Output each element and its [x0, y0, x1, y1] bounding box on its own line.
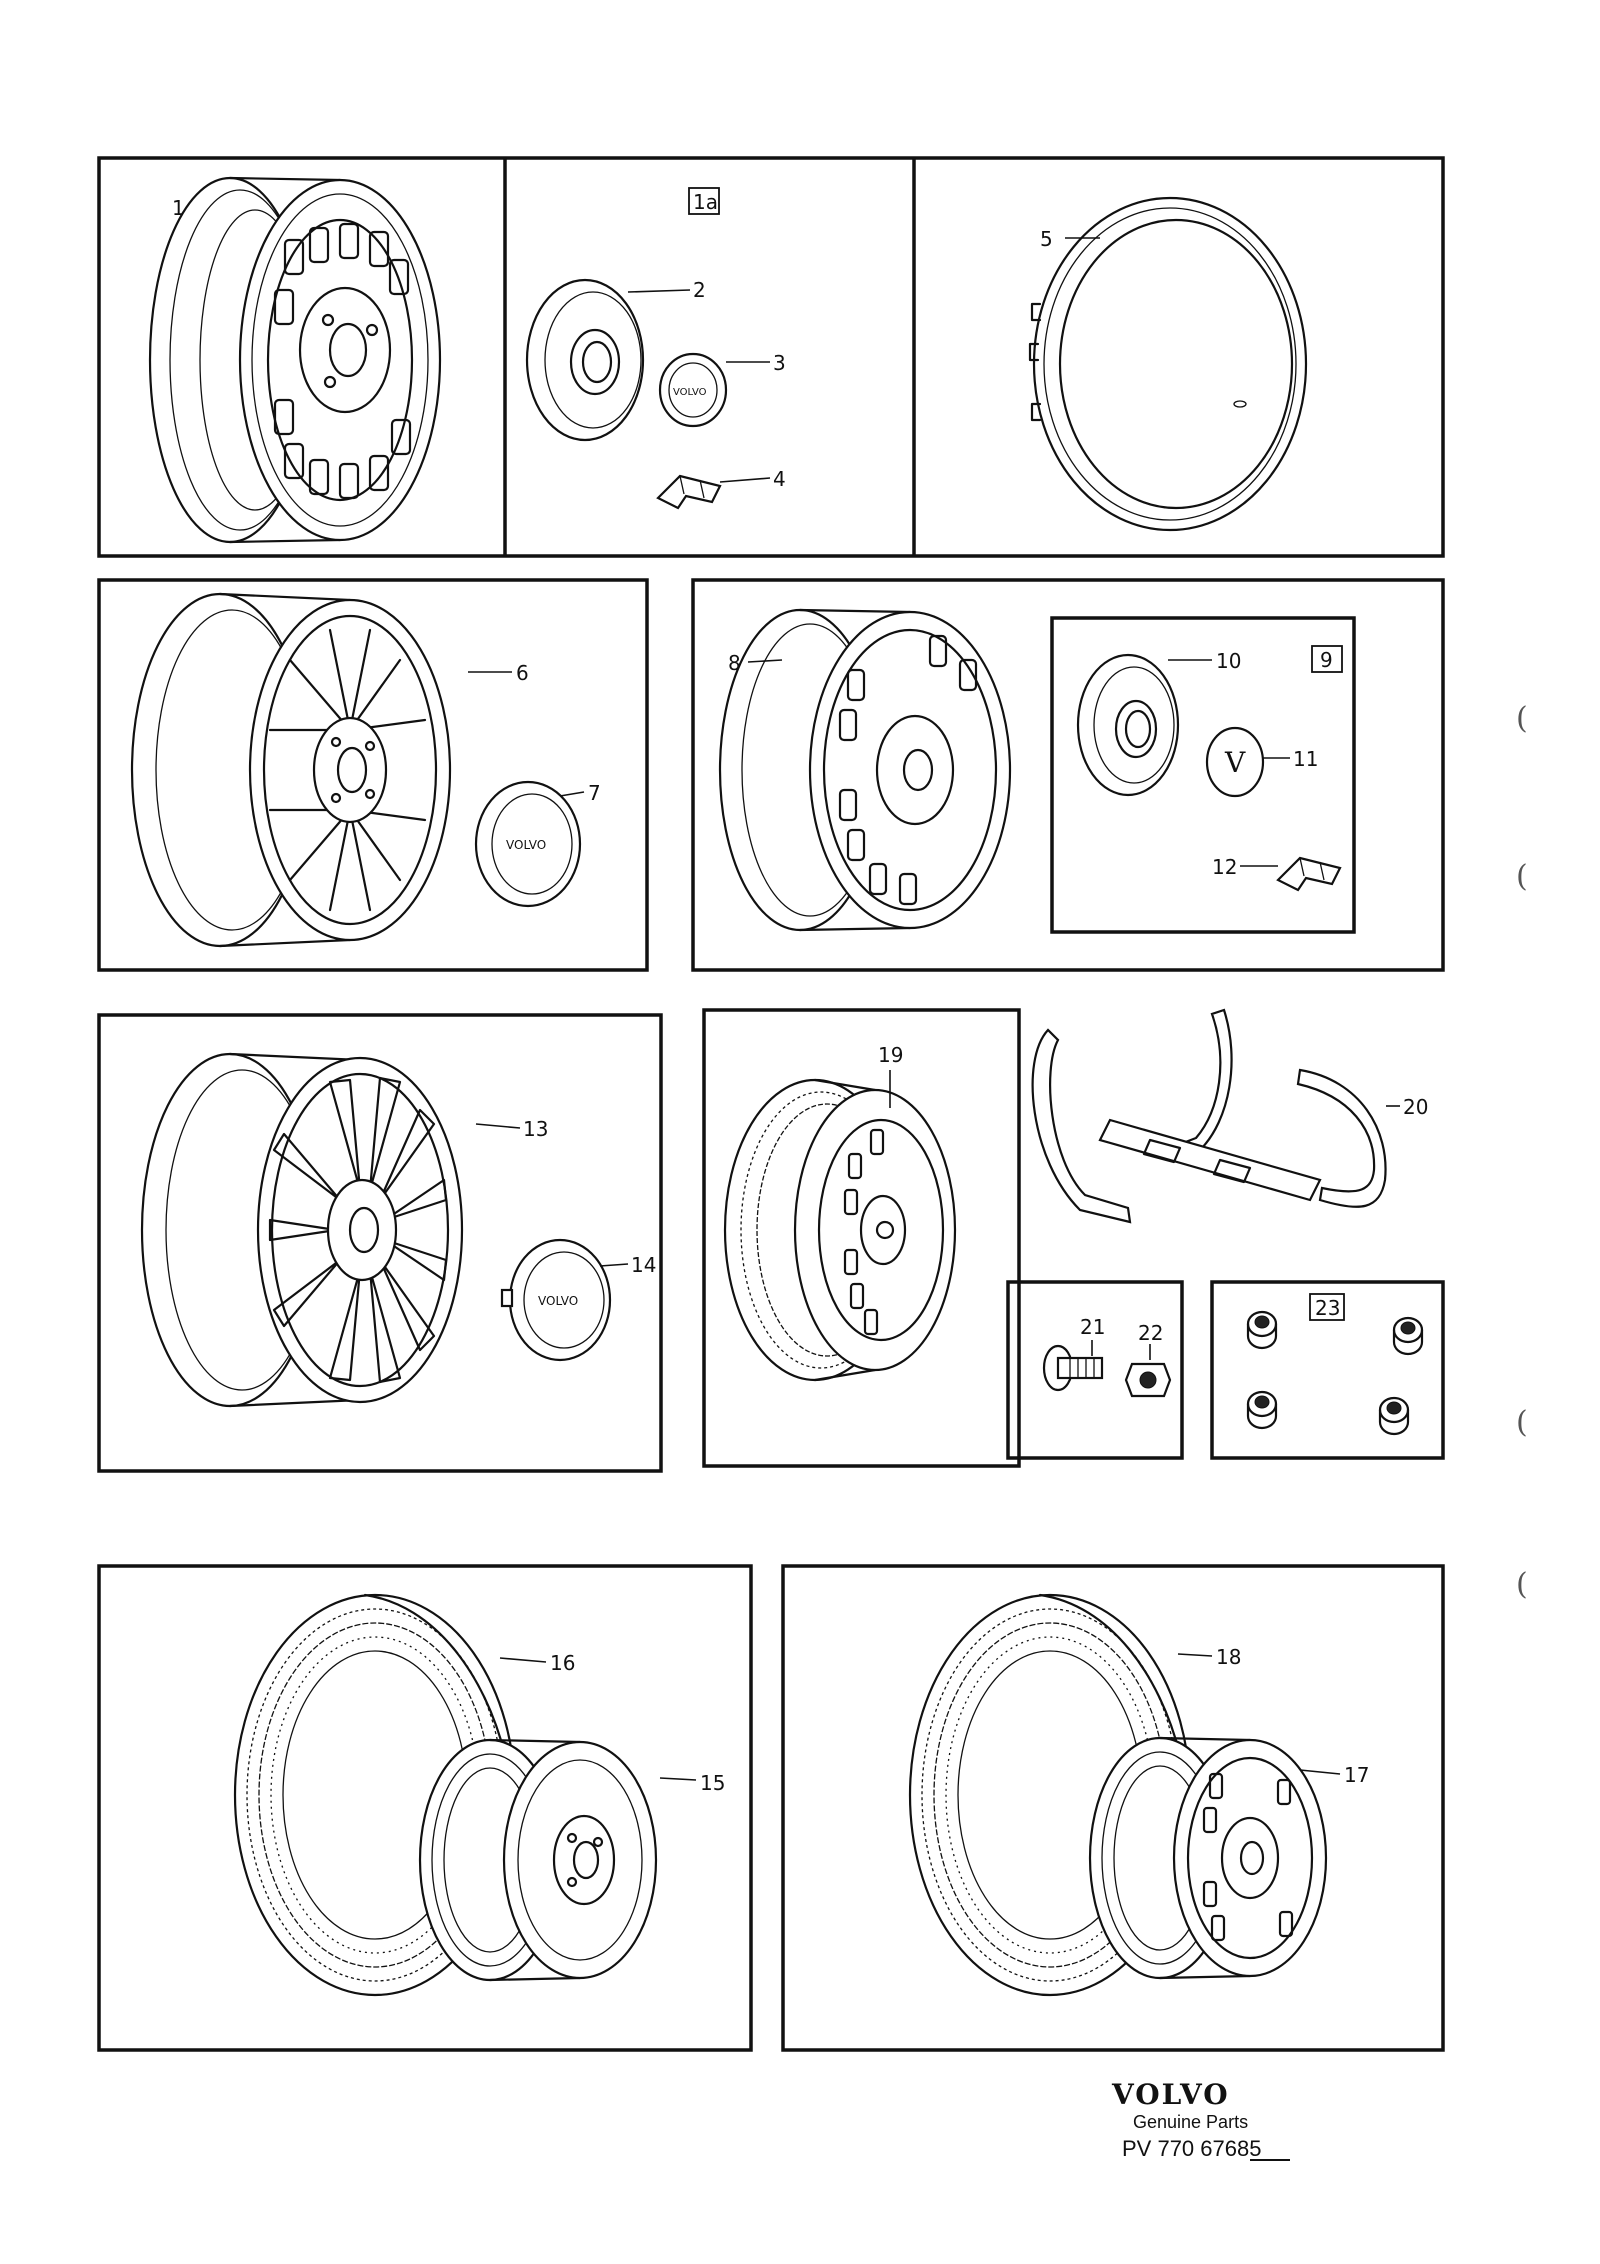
callout-1a-box: 1a — [688, 187, 720, 215]
callout-23: 23 — [1315, 1296, 1340, 1320]
panel-row-1: 1 1a 2 VOLVO 3 4 — [97, 156, 1445, 558]
margin-mark: ( — [1516, 701, 1528, 736]
leader-line — [599, 1263, 629, 1267]
hubcap-part-2 — [525, 278, 645, 442]
callout-4: 4 — [773, 467, 786, 491]
wheel-bolt-part-21 — [1042, 1344, 1104, 1392]
leader-line — [747, 659, 783, 663]
hubcap-text: VOLVO — [538, 1294, 578, 1308]
panel-frame-tire-17-18 — [781, 1564, 1445, 2052]
emblem-part-3: VOLVO — [658, 352, 728, 428]
panel-frame-alloy-13 — [97, 1013, 663, 1473]
alloy-wheel-part-13 — [140, 1052, 464, 1408]
trim-ring-part-5 — [1028, 196, 1308, 532]
callout-6: 6 — [516, 661, 529, 685]
emblem-part-11: V — [1205, 726, 1265, 798]
callout-18: 18 — [1216, 1645, 1241, 1669]
hubcap-text: VOLVO — [506, 838, 546, 852]
callout-20: 20 — [1403, 1095, 1428, 1119]
leader-line — [1299, 1769, 1341, 1775]
panel-frame-top — [97, 156, 1445, 558]
tire-part-16 — [233, 1593, 517, 1997]
callout-19: 19 — [878, 1043, 903, 1067]
brand-logo: VOLVO — [1111, 2078, 1230, 2111]
panel-frame-spare-19 — [702, 1008, 1021, 1468]
spare-wheel-strap-part-20 — [1031, 1008, 1387, 1224]
callout-11: 11 — [1293, 747, 1318, 771]
callout-12: 12 — [1212, 855, 1237, 879]
callout-16: 16 — [550, 1651, 575, 1675]
panel-frame-kit-9 — [1050, 616, 1356, 934]
leader-line — [627, 289, 691, 293]
emblem-text: VOLVO — [673, 387, 707, 398]
margin-mark: ( — [1516, 859, 1528, 894]
leader-line — [559, 791, 585, 797]
leader-line — [719, 477, 771, 483]
steel-wheel-part-8 — [718, 608, 1012, 932]
alloy-hubcap-part-14: VOLVO — [500, 1238, 612, 1362]
alloy-hubcap-part-7: VOLVO — [474, 780, 582, 908]
leader-line — [659, 1777, 697, 1781]
callout-23-box: 23 — [1309, 1293, 1345, 1321]
margin-mark: ( — [1516, 1405, 1528, 1440]
panel-row-3: 13 VOLVO 14 — [97, 1008, 1445, 1473]
leader-line — [499, 1657, 547, 1663]
spare-tire-part-19 — [723, 1078, 957, 1382]
callout-1: 1 — [172, 196, 185, 220]
hubcap-part-10 — [1076, 653, 1180, 797]
alloy-wheel-part-6 — [130, 592, 452, 948]
clip-part-4 — [656, 474, 722, 510]
footer: VOLVO Genuine Parts PV 770 67685 — [1111, 2078, 1290, 2161]
steel-wheel-part-17 — [1088, 1736, 1328, 1980]
callout-17: 17 — [1344, 1763, 1369, 1787]
callout-3: 3 — [773, 351, 786, 375]
callout-1a: 1a — [693, 190, 718, 214]
panel-frame-lock-nuts — [1210, 1280, 1445, 1460]
panel-row-2: 6 VOLVO 7 — [97, 578, 1445, 972]
callout-13: 13 — [523, 1117, 548, 1141]
panel-frame-steel — [691, 578, 1445, 972]
wheel-nut-part-22 — [1124, 1362, 1172, 1398]
callout-8: 8 — [728, 651, 741, 675]
steel-wheel-part-1 — [148, 176, 442, 544]
part-number: PV 770 67685 — [1122, 2136, 1261, 2161]
lock-nut-set-part-23 — [1246, 1310, 1424, 1436]
callout-22: 22 — [1138, 1321, 1163, 1345]
callout-9-box: 9 — [1311, 645, 1343, 673]
callout-9: 9 — [1320, 648, 1333, 672]
callout-15: 15 — [700, 1771, 725, 1795]
callout-2: 2 — [693, 278, 706, 302]
callout-5: 5 — [1040, 227, 1053, 251]
tire-part-18 — [908, 1593, 1192, 1997]
panel-row-4: 16 15 18 17 — [97, 1564, 1445, 2052]
steel-wheel-part-15 — [418, 1738, 658, 1982]
callout-10: 10 — [1216, 649, 1241, 673]
panel-frame-tire-15-16 — [97, 1564, 753, 2052]
panel-frame-alloy — [97, 578, 649, 972]
leader-line — [1177, 1653, 1213, 1657]
emblem-letter: V — [1224, 746, 1246, 779]
leader-line — [475, 1123, 521, 1129]
margin-marks: ( ( ( ( — [1516, 701, 1528, 1602]
clip-part-12 — [1276, 856, 1342, 892]
footer-subtitle: Genuine Parts — [1133, 2112, 1248, 2132]
panel-frame-bolt — [1006, 1280, 1184, 1460]
margin-mark: ( — [1516, 1567, 1528, 1602]
callout-21: 21 — [1080, 1315, 1105, 1339]
callout-7: 7 — [588, 781, 601, 805]
callout-14: 14 — [631, 1253, 656, 1277]
